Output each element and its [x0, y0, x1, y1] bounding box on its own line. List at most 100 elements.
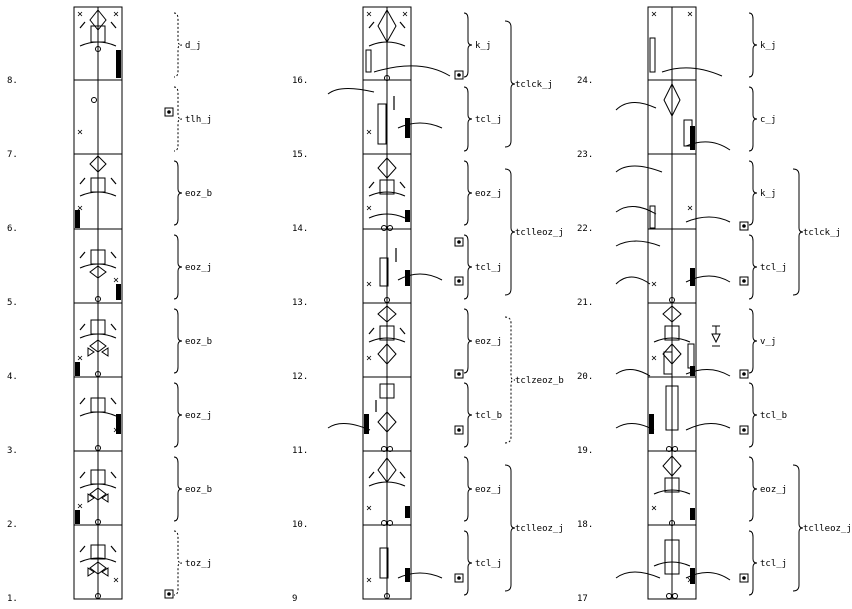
measure-bracket — [173, 456, 183, 522]
measure-bracket — [173, 234, 183, 300]
bracket-label: tcl_j — [475, 115, 502, 125]
bracket-label: tcl_b — [760, 411, 787, 421]
measure-bracket — [463, 86, 473, 152]
measure-bracket — [463, 456, 473, 522]
bracket-label: eoz_j — [475, 189, 502, 199]
measure-number: 20. — [577, 372, 593, 382]
measure-bracket — [463, 308, 473, 374]
bracket-label: tcl_j — [760, 263, 787, 273]
bracket-label: eoz_b — [185, 485, 212, 495]
measure-number: 23. — [577, 150, 593, 160]
measure-bracket — [748, 86, 758, 152]
measure-number: 7. — [7, 150, 18, 160]
bracket-label: eoz_j — [760, 485, 787, 495]
group-bracket-label: tclleoz_j — [515, 524, 564, 534]
measure-bracket — [463, 530, 473, 596]
bracket-label: tcl_j — [475, 263, 502, 273]
measure-bracket — [748, 160, 758, 226]
group-bracket-label: tclzeoz_b — [515, 376, 564, 386]
measure-number: 10. — [292, 520, 308, 530]
measure-bracket — [463, 382, 473, 448]
measure-bracket — [748, 12, 758, 78]
box-mark-icon — [164, 70, 749, 599]
bracket-label: eoz_j — [475, 485, 502, 495]
measure-number: 16. — [292, 76, 308, 86]
measure-bracket — [173, 382, 183, 448]
cross-mark-icon — [651, 11, 693, 583]
measure-bracket — [748, 456, 758, 522]
diamond-figure-icon — [89, 9, 107, 575]
bracket-label: eoz_b — [185, 189, 212, 199]
path-sign-icon — [687, 325, 721, 369]
diamond-figure-icon — [662, 82, 682, 477]
bracket-label: k_j — [760, 41, 776, 51]
bracket-label: tlh_j — [185, 115, 212, 125]
measure-bracket — [748, 234, 758, 300]
arc-marks-3 — [653, 337, 691, 567]
bracket-label: eoz_b — [185, 337, 212, 347]
bracket-label: eoz_j — [475, 337, 502, 347]
measure-number: 8. — [7, 76, 18, 86]
measure-number: 9 — [292, 594, 297, 604]
measure-number: 6. — [7, 224, 18, 234]
bracket-label: tcl_j — [760, 559, 787, 569]
measure-bracket — [173, 308, 183, 374]
exit-curves-2 — [327, 65, 451, 579]
bow-marks-1 — [87, 347, 109, 577]
measure-lines-3 — [648, 79, 696, 526]
measure-lines-2 — [363, 79, 411, 526]
group-bracket — [792, 168, 804, 296]
measure-number: 11. — [292, 446, 308, 456]
group-bracket — [504, 464, 516, 592]
measure-bracket — [748, 308, 758, 374]
measure-number: 18. — [577, 520, 593, 530]
staff-column-3 — [615, 6, 731, 600]
cross-mark-icon — [77, 11, 119, 583]
box-mark-icon — [649, 37, 693, 575]
measure-number: 1. — [7, 594, 18, 604]
measure-number: 3. — [7, 446, 18, 456]
measure-bracket — [463, 160, 473, 226]
staff-column-1 — [73, 6, 123, 600]
arrow-pin-icon — [79, 21, 117, 553]
measure-number: 21. — [577, 298, 593, 308]
circle-marks-3 — [666, 297, 678, 599]
measure-number: 17 — [577, 594, 588, 604]
cross-mark-icon — [366, 11, 408, 583]
bracket-label: eoz_j — [185, 263, 212, 273]
measure-bracket — [173, 86, 183, 152]
measure-bracket — [173, 12, 183, 78]
group-bracket — [504, 316, 516, 444]
annotations-layer: 1.2.3.4.5.6.7.8.toz_jeoz_beoz_jeoz_beoz_… — [7, 12, 852, 604]
group-bracket-label: tclleoz_j — [803, 524, 852, 534]
box-mark-icon — [365, 49, 395, 579]
group-bracket — [504, 168, 516, 296]
exit-curves-3 — [615, 67, 731, 581]
measure-number: 24. — [577, 76, 593, 86]
arc-marks-2 — [368, 41, 406, 487]
arc-marks-1 — [79, 41, 117, 563]
measure-number: 14. — [292, 224, 308, 234]
bracket-label: v_j — [760, 337, 776, 347]
measure-number: 5. — [7, 298, 18, 308]
measure-number: 13. — [292, 298, 308, 308]
group-bracket-label: tclck_j — [803, 228, 841, 238]
solid-blocks-3 — [649, 126, 695, 584]
measure-bracket — [748, 530, 758, 596]
bracket-label: tcl_j — [475, 559, 502, 569]
circle-marks-2 — [381, 75, 393, 599]
measure-bracket — [463, 234, 473, 300]
measure-number: 19. — [577, 446, 593, 456]
solid-blocks-1 — [75, 50, 121, 524]
measure-number: 12. — [292, 372, 308, 382]
bracket-label: k_j — [760, 189, 776, 199]
group-bracket-label: tclleoz_j — [515, 228, 564, 238]
measure-number: 15. — [292, 150, 308, 160]
bracket-label: toz_j — [185, 559, 212, 569]
measure-number: 2. — [7, 520, 18, 530]
measure-bracket — [748, 382, 758, 448]
bracket-label: d_j — [185, 41, 201, 51]
group-bracket — [792, 464, 804, 592]
bracket-label: c_j — [760, 115, 776, 125]
